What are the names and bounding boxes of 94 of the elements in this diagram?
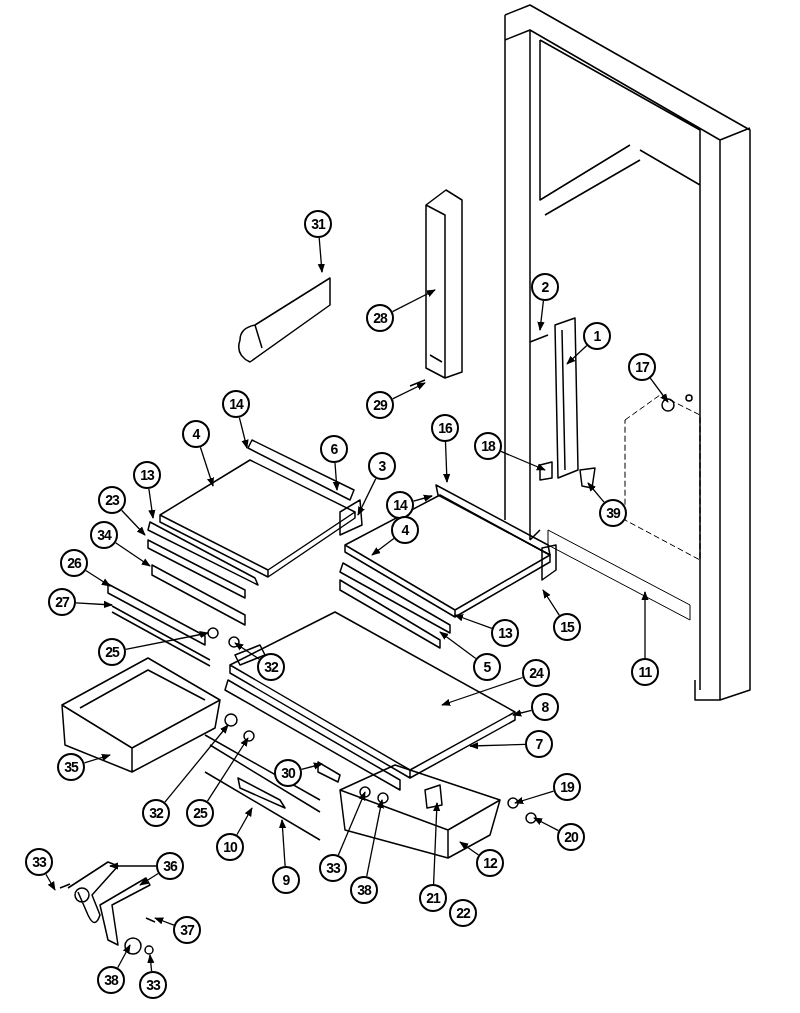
leader-line [649,377,669,403]
callout-number: 38 [97,966,125,994]
callout-number: 33 [139,971,167,999]
callout-number: 34 [90,521,118,549]
callout-number: 5 [473,653,501,681]
leader-line [542,589,561,616]
leader-line [439,631,477,660]
leader-line [75,600,113,609]
leader-line [533,817,560,832]
callout-number: 12 [476,849,504,877]
callout-number: 8 [531,693,559,721]
callout-number: 10 [216,833,244,861]
leader-line [500,450,546,471]
leader-line [238,416,249,449]
callout-number: 26 [60,549,88,577]
leader-line [366,799,384,877]
leader-line [300,762,323,771]
callout-number: 1 [583,322,611,350]
leader-line [443,441,451,483]
leader-line [109,862,157,870]
leader-line [587,482,605,503]
callout-number: 25 [98,638,126,666]
leader-line [199,446,214,487]
callout-number: 33 [319,854,347,882]
leader-line [125,631,209,650]
callout-number: 23 [98,486,126,514]
leader-line [317,237,325,273]
leader-line [139,872,159,886]
callout-number: 2 [531,273,559,301]
leader-line [454,614,493,629]
callout-number: 32 [257,653,285,681]
callout-number: 11 [631,658,659,686]
leader-line [164,724,229,803]
callout-number: 17 [628,353,656,381]
callout-number: 33 [25,848,53,876]
leader-line [357,477,377,516]
callout-number: 4 [182,420,210,448]
callout-number: 6 [320,435,348,463]
callout-number: 35 [57,753,85,781]
callout-number: 20 [557,823,585,851]
leader-line [337,791,366,856]
callout-number: 24 [522,659,550,687]
leader-line [234,642,261,660]
leader-line [85,569,111,587]
callout-number: 28 [366,304,394,332]
callout-number: 14 [222,390,250,418]
callout-number: 32 [142,799,170,827]
callout-number: 7 [525,730,553,758]
leader-line [391,289,436,313]
callout-number: 18 [474,432,502,460]
leader-line [459,841,480,856]
callout-number: 14 [386,491,414,519]
callout-number: 4 [391,516,419,544]
leader-line [332,462,341,491]
callout-number: 22 [449,899,477,927]
callout-number: 37 [173,916,201,944]
callout-number: 3 [368,452,396,480]
leader-line [236,807,253,836]
callout-number: 21 [419,884,447,912]
callout-number: 27 [48,588,76,616]
callout-number: 38 [350,876,378,904]
leader-line [469,742,526,750]
callout-number: 13 [133,461,161,489]
callout-number: 19 [553,773,581,801]
callout-number: 29 [366,391,394,419]
leader-line [371,537,395,556]
callout-number: 15 [553,613,581,641]
leader-line [120,509,146,536]
leader-line [412,494,433,502]
leader-line [83,753,111,764]
leader-line [514,790,555,805]
leader-line [432,802,441,885]
callout-number: 39 [599,499,627,527]
callout-number: 9 [272,866,300,894]
leader-line [641,591,649,659]
leader-line [441,676,524,706]
callout-number: 36 [156,852,184,880]
leader-line [148,488,156,519]
leader-line [114,542,151,567]
leader-line [206,737,249,802]
callout-number: 25 [186,799,214,827]
leader-line [45,873,56,891]
callout-number: 16 [431,414,459,442]
leader-line [117,944,131,969]
callout-number: 13 [491,619,519,647]
callout-number: 30 [274,759,302,787]
leader-line [278,819,287,867]
leader-line [566,344,588,365]
leader-line [154,917,175,926]
leader-line [512,709,533,717]
leader-line [147,954,155,972]
leader-line [537,300,545,331]
leader-line [391,382,426,400]
callout-number: 31 [304,210,332,238]
